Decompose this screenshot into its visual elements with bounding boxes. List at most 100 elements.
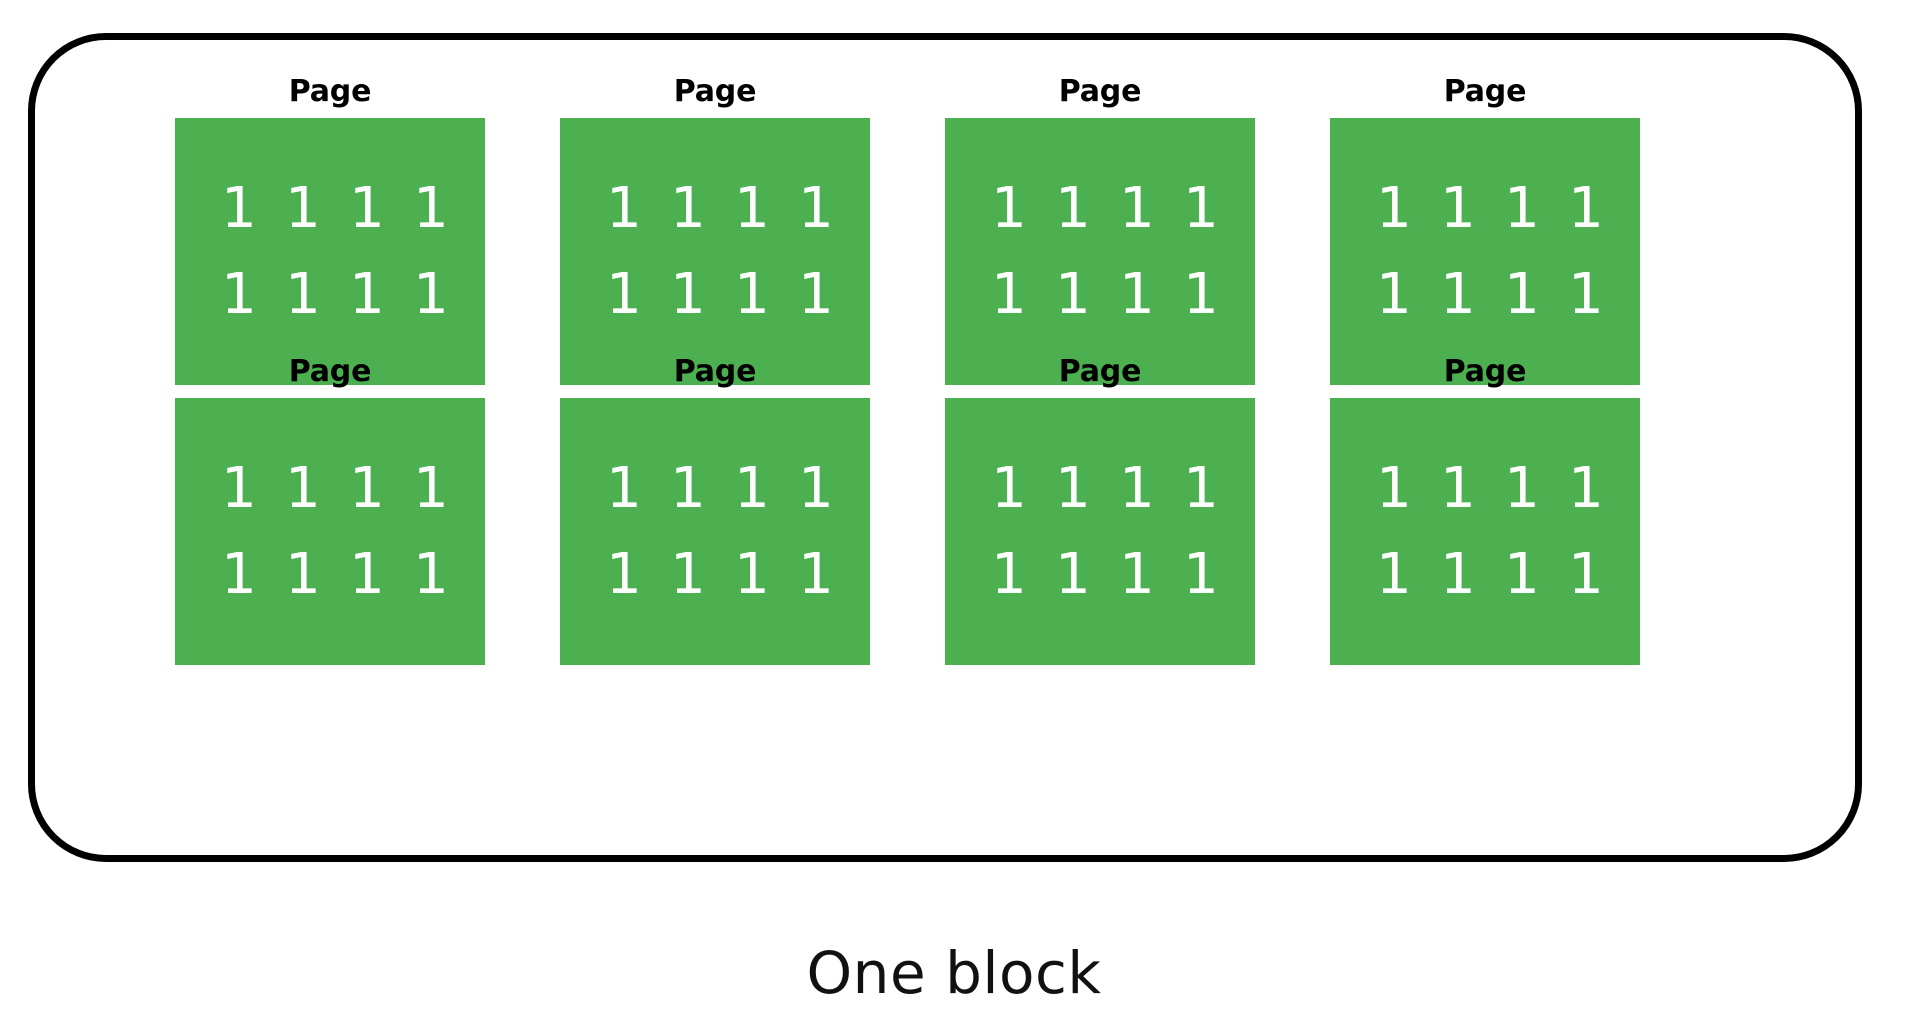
bit-cell: 1 <box>606 541 642 607</box>
bit-cell: 1 <box>1055 541 1091 607</box>
bit-cell: 1 <box>1119 455 1155 521</box>
bit-cell: 1 <box>991 455 1027 521</box>
bit-cell: 1 <box>349 261 385 327</box>
bit-cell: 1 <box>798 261 834 327</box>
bit-cell: 1 <box>285 541 321 607</box>
page-frame: 1 1 1 1 1 1 1 1 <box>1330 398 1640 665</box>
bit-cell: 1 <box>1055 261 1091 327</box>
page-frame: 1 1 1 1 1 1 1 1 <box>175 398 485 665</box>
bit-cell: 1 <box>1568 455 1604 521</box>
bit-cell: 1 <box>349 455 385 521</box>
bit-cell: 1 <box>221 455 257 521</box>
bit-row: 1 1 1 1 <box>981 256 1229 334</box>
bit-cell: 1 <box>1376 455 1412 521</box>
page-cell: Page 1 1 1 1 1 1 1 1 <box>175 355 485 665</box>
bit-cell: 1 <box>349 175 385 241</box>
bit-cell: 1 <box>734 455 770 521</box>
bit-row: 1 1 1 1 <box>1366 536 1614 614</box>
bit-cell: 1 <box>734 261 770 327</box>
page-label: Page <box>288 74 372 109</box>
bit-cell: 1 <box>798 541 834 607</box>
page-label: Page <box>673 74 757 109</box>
bit-cell: 1 <box>670 455 706 521</box>
page-label: Page <box>1058 354 1142 389</box>
bit-cell: 1 <box>1504 455 1540 521</box>
bit-cell: 1 <box>413 175 449 241</box>
bit-cell: 1 <box>1440 541 1476 607</box>
bit-cell: 1 <box>413 455 449 521</box>
bit-cell: 1 <box>1183 175 1219 241</box>
bit-cell: 1 <box>413 541 449 607</box>
bit-cell: 1 <box>734 175 770 241</box>
bit-row: 1 1 1 1 <box>981 170 1229 248</box>
bit-row: 1 1 1 1 <box>981 450 1229 528</box>
page-cell: Page 1 1 1 1 1 1 1 1 <box>1330 75 1640 385</box>
bit-cell: 1 <box>1183 541 1219 607</box>
bit-row: 1 1 1 1 <box>211 536 459 614</box>
bit-row: 1 1 1 1 <box>596 256 844 334</box>
bit-cell: 1 <box>1504 541 1540 607</box>
bit-cell: 1 <box>991 175 1027 241</box>
bit-cell: 1 <box>798 175 834 241</box>
bit-cell: 1 <box>1183 455 1219 521</box>
page-cell: Page 1 1 1 1 1 1 1 1 <box>945 75 1255 385</box>
bit-cell: 1 <box>1055 175 1091 241</box>
bit-cell: 1 <box>670 541 706 607</box>
bit-row: 1 1 1 1 <box>211 170 459 248</box>
bit-cell: 1 <box>221 175 257 241</box>
page-frame: 1 1 1 1 1 1 1 1 <box>560 398 870 665</box>
bit-row: 1 1 1 1 <box>211 450 459 528</box>
bit-cell: 1 <box>1376 541 1412 607</box>
bit-cell: 1 <box>606 175 642 241</box>
bit-cell: 1 <box>1568 175 1604 241</box>
bit-cell: 1 <box>734 541 770 607</box>
page-label: Page <box>1443 74 1527 109</box>
bit-cell: 1 <box>1440 261 1476 327</box>
page-frame: 1 1 1 1 1 1 1 1 <box>945 118 1255 385</box>
bit-row: 1 1 1 1 <box>211 256 459 334</box>
bit-cell: 1 <box>285 455 321 521</box>
bit-cell: 1 <box>670 175 706 241</box>
bit-cell: 1 <box>991 261 1027 327</box>
page-frame: 1 1 1 1 1 1 1 1 <box>1330 118 1640 385</box>
bit-cell: 1 <box>1119 541 1155 607</box>
bit-cell: 1 <box>1055 455 1091 521</box>
page-frame: 1 1 1 1 1 1 1 1 <box>175 118 485 385</box>
bit-cell: 1 <box>221 541 257 607</box>
bit-cell: 1 <box>991 541 1027 607</box>
page-label: Page <box>673 354 757 389</box>
page-cell: Page 1 1 1 1 1 1 1 1 <box>945 355 1255 665</box>
page-label: Page <box>288 354 372 389</box>
bit-cell: 1 <box>221 261 257 327</box>
bit-row: 1 1 1 1 <box>1366 170 1614 248</box>
bit-cell: 1 <box>1119 261 1155 327</box>
page-label: Page <box>1443 354 1527 389</box>
page-cell: Page 1 1 1 1 1 1 1 1 <box>560 75 870 385</box>
bit-cell: 1 <box>1568 541 1604 607</box>
bit-cell: 1 <box>1376 261 1412 327</box>
page-label: Page <box>1058 74 1142 109</box>
bit-cell: 1 <box>798 455 834 521</box>
bit-cell: 1 <box>1183 261 1219 327</box>
bit-row: 1 1 1 1 <box>1366 256 1614 334</box>
page-grid: Page 1 1 1 1 1 1 1 1 Page 1 <box>175 74 1640 665</box>
bit-cell: 1 <box>1440 455 1476 521</box>
bit-cell: 1 <box>1504 175 1540 241</box>
bit-cell: 1 <box>606 261 642 327</box>
block-boundary <box>28 33 1862 862</box>
bit-cell: 1 <box>413 261 449 327</box>
bit-cell: 1 <box>1376 175 1412 241</box>
block-caption: One block <box>806 939 1102 1007</box>
page-cell: Page 1 1 1 1 1 1 1 1 <box>1330 355 1640 665</box>
bit-cell: 1 <box>1504 261 1540 327</box>
page-cell: Page 1 1 1 1 1 1 1 1 <box>560 355 870 665</box>
bit-cell: 1 <box>670 261 706 327</box>
bit-row: 1 1 1 1 <box>596 450 844 528</box>
bit-row: 1 1 1 1 <box>596 170 844 248</box>
bit-row: 1 1 1 1 <box>596 536 844 614</box>
bit-row: 1 1 1 1 <box>1366 450 1614 528</box>
bit-cell: 1 <box>1568 261 1604 327</box>
bit-cell: 1 <box>606 455 642 521</box>
bit-cell: 1 <box>1119 175 1155 241</box>
